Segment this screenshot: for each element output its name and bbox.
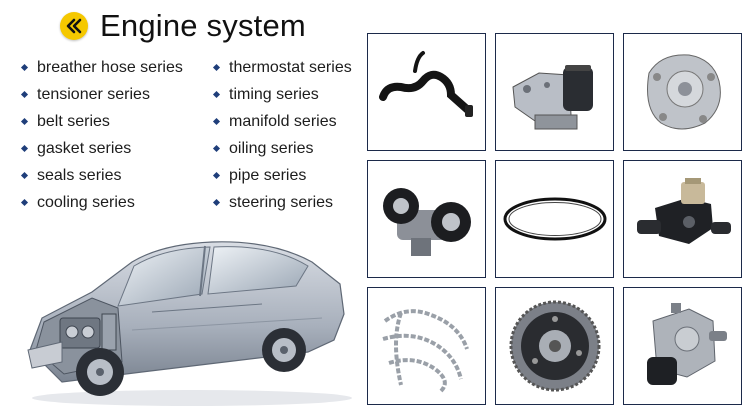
diamond-bullet-icon — [212, 171, 221, 180]
series-item-seals[interactable]: seals series — [20, 162, 183, 189]
power-steering-pump-icon — [646, 303, 727, 385]
product-tile-oil-filter-housing[interactable] — [495, 33, 614, 151]
diamond-bullet-icon — [212, 90, 221, 99]
diamond-bullet-icon — [20, 171, 29, 180]
diamond-bullet-icon — [20, 144, 29, 153]
product-tile-thermostat-housing[interactable] — [623, 160, 742, 278]
series-label: thermostat series — [229, 58, 352, 76]
double-chevron-left-icon[interactable] — [60, 12, 88, 40]
series-item-oiling[interactable]: oiling series — [212, 135, 352, 162]
series-list-right: thermostat series timing series manifold… — [212, 54, 352, 216]
car-cutaway-illustration — [22, 222, 352, 408]
series-label: timing series — [229, 85, 319, 103]
diamond-bullet-icon — [20, 198, 29, 207]
series-item-gasket[interactable]: gasket series — [20, 135, 183, 162]
series-item-pipe[interactable]: pipe series — [212, 162, 352, 189]
diamond-bullet-icon — [212, 117, 221, 126]
diamond-bullet-icon — [20, 63, 29, 72]
drive-belt-icon — [503, 197, 606, 241]
series-item-cooling[interactable]: cooling series — [20, 189, 183, 216]
series-item-manifold[interactable]: manifold series — [212, 108, 352, 135]
series-item-belt[interactable]: belt series — [20, 108, 183, 135]
series-label: gasket series — [37, 139, 132, 157]
camshaft-adjuster-icon — [509, 300, 600, 392]
series-label: tensioner series — [37, 85, 150, 103]
series-label: belt series — [37, 112, 110, 130]
series-label: breather hose series — [37, 58, 183, 76]
diamond-bullet-icon — [20, 117, 29, 126]
belt-tensioner-icon — [382, 188, 471, 256]
timing-chain-icon — [381, 309, 469, 393]
series-label: oiling series — [229, 139, 314, 157]
product-tile-camshaft-adjuster[interactable] — [495, 287, 614, 405]
car-icon — [27, 241, 352, 406]
series-item-breather-hose[interactable]: breather hose series — [20, 54, 183, 81]
series-label: pipe series — [229, 166, 307, 184]
water-pump-icon — [646, 54, 721, 130]
diamond-bullet-icon — [212, 198, 221, 207]
product-tile-breather-hose[interactable] — [367, 33, 486, 151]
header: Engine system — [60, 6, 306, 46]
page-title: Engine system — [100, 8, 306, 43]
series-item-thermostat[interactable]: thermostat series — [212, 54, 352, 81]
series-label: seals series — [37, 166, 122, 184]
series-list-left: breather hose series tensioner series be… — [20, 54, 183, 216]
series-label: cooling series — [37, 193, 135, 211]
diamond-bullet-icon — [20, 90, 29, 99]
series-item-timing[interactable]: timing series — [212, 81, 352, 108]
product-tile-drive-belt[interactable] — [495, 160, 614, 278]
series-label: steering series — [229, 193, 334, 211]
series-item-steering[interactable]: steering series — [212, 189, 352, 216]
product-tile-belt-tensioner[interactable] — [367, 160, 486, 278]
diamond-bullet-icon — [212, 144, 221, 153]
thermostat-housing-icon — [636, 178, 731, 244]
product-tile-water-pump[interactable] — [623, 33, 742, 151]
series-label: manifold series — [229, 112, 337, 130]
diamond-bullet-icon — [212, 63, 221, 72]
series-item-tensioner[interactable]: tensioner series — [20, 81, 183, 108]
product-tile-power-steering-pump[interactable] — [623, 287, 742, 405]
breather-hose-icon — [378, 51, 473, 117]
product-grid — [367, 33, 742, 406]
product-tile-timing-chain[interactable] — [367, 287, 486, 405]
oil-filter-housing-icon — [511, 65, 593, 130]
